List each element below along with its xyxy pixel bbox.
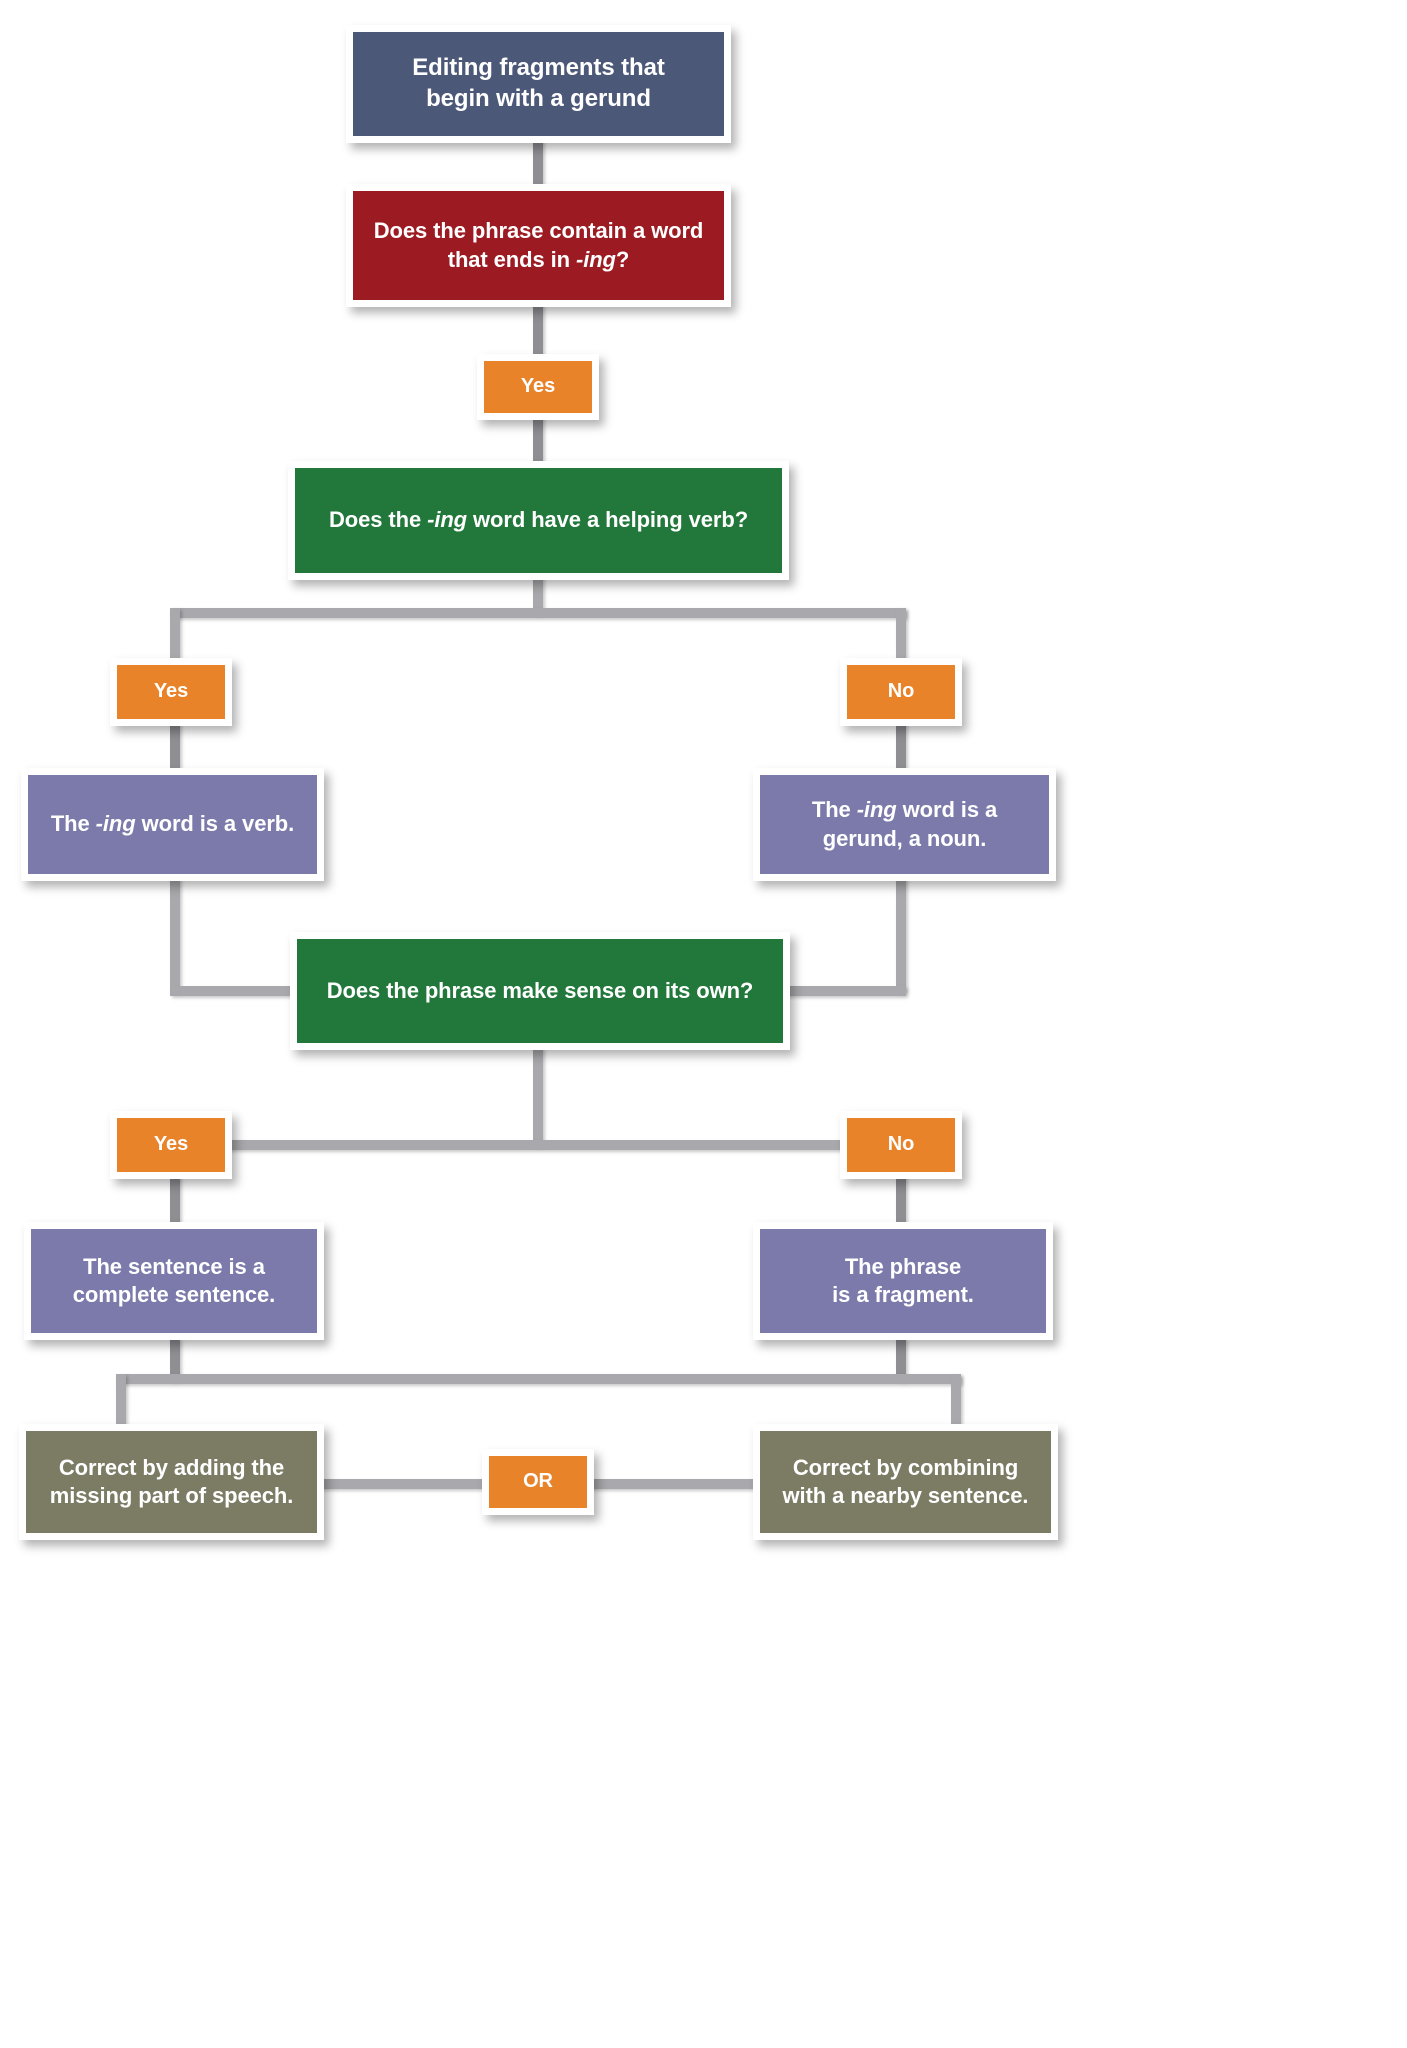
node-ing-is-gerund[interactable]: The -ing word is a gerund, a noun. <box>753 768 1056 881</box>
connector-verb-down-stem <box>170 877 180 992</box>
node-yes-helping-verb[interactable]: Yes <box>110 658 232 726</box>
connector-question-helping-stem <box>533 576 543 614</box>
node-no-makes-sense-label: No <box>887 1133 915 1156</box>
connector-start-to-question-ing <box>533 139 543 187</box>
connector-complete-down-stem <box>170 1338 180 1380</box>
node-ing-is-gerund-fill: The -ing word is a gerund, a noun. <box>760 775 1049 874</box>
node-yes-contains-ing-label: Yes <box>520 375 556 398</box>
node-or[interactable]: OR <box>482 1449 594 1515</box>
node-question-contains-ing-fill: Does the phrase contain a word that ends… <box>353 191 724 300</box>
node-yes-makes-sense-label: Yes <box>153 1133 189 1156</box>
node-question-helping-verb[interactable]: Does the -ing word have a helping verb? <box>288 461 789 580</box>
node-question-contains-ing[interactable]: Does the phrase contain a word that ends… <box>346 184 731 307</box>
node-correct-by-combining-label: Correct by combining with a nearby sente… <box>782 1454 1029 1508</box>
connector-or-to-fix-combine <box>588 1479 758 1489</box>
connector-gerund-down-stem <box>896 877 906 992</box>
connector-no-to-ing-is-gerund <box>896 722 906 772</box>
node-is-fragment-fill: The phrase is a fragment. <box>760 1229 1046 1333</box>
connector-fix-merge-bar <box>116 1374 961 1384</box>
node-no-makes-sense-fill: No <box>847 1118 955 1172</box>
connector-merge-right-drop <box>951 1374 961 1438</box>
connector-gerund-into-sense <box>778 986 906 996</box>
node-start-fill: Editing fragments that begin with a geru… <box>353 32 724 136</box>
node-question-helping-verb-label: Does the -ing word have a helping verb? <box>328 507 749 533</box>
connector-question-ing-to-yes <box>533 303 543 357</box>
node-yes-contains-ing-fill: Yes <box>484 361 592 413</box>
node-question-makes-sense[interactable]: Does the phrase make sense on its own? <box>290 932 790 1050</box>
node-is-fragment[interactable]: The phrase is a fragment. <box>753 1222 1053 1340</box>
node-no-helping-verb[interactable]: No <box>840 658 962 726</box>
node-yes-helping-verb-fill: Yes <box>117 665 225 719</box>
connector-helping-split-bar <box>170 608 906 618</box>
connector-question-sense-stem <box>533 1046 543 1146</box>
connector-helping-right-drop <box>896 608 906 662</box>
connector-yes-to-complete-sentence <box>170 1175 180 1225</box>
connector-fragment-down-stem <box>896 1338 906 1380</box>
connector-sense-split-bar <box>170 1140 906 1150</box>
node-correct-by-combining[interactable]: Correct by combining with a nearby sente… <box>753 1424 1058 1540</box>
node-complete-sentence-fill: The sentence is a complete sentence. <box>31 1229 317 1333</box>
node-complete-sentence[interactable]: The sentence is a complete sentence. <box>24 1222 324 1340</box>
node-no-makes-sense[interactable]: No <box>840 1111 962 1179</box>
node-or-fill: OR <box>489 1456 587 1508</box>
connector-no-to-fragment <box>896 1175 906 1225</box>
connector-verb-into-sense <box>170 986 300 996</box>
node-complete-sentence-label: The sentence is a complete sentence. <box>72 1253 276 1307</box>
node-or-label: OR <box>523 1470 553 1493</box>
node-no-helping-verb-label: No <box>887 680 915 703</box>
connector-yes-to-question-helping <box>533 416 543 464</box>
node-yes-helping-verb-label: Yes <box>153 680 189 703</box>
connector-yes-to-ing-is-verb <box>170 722 180 772</box>
node-question-makes-sense-fill: Does the phrase make sense on its own? <box>297 939 783 1043</box>
node-ing-is-verb-label: The -ing word is a verb. <box>50 811 295 837</box>
node-correct-by-combining-fill: Correct by combining with a nearby sente… <box>760 1431 1051 1533</box>
node-start-label: Editing fragments that begin with a geru… <box>412 54 665 112</box>
node-question-helping-verb-fill: Does the -ing word have a helping verb? <box>295 468 782 573</box>
node-question-contains-ing-label: Does the phrase contain a word that ends… <box>373 218 704 272</box>
connector-fix-add-to-or <box>320 1479 490 1489</box>
node-no-helping-verb-fill: No <box>847 665 955 719</box>
node-start[interactable]: Editing fragments that begin with a geru… <box>346 25 731 143</box>
node-ing-is-verb[interactable]: The -ing word is a verb. <box>21 768 324 881</box>
node-yes-makes-sense-fill: Yes <box>117 1118 225 1172</box>
node-correct-by-adding[interactable]: Correct by adding the missing part of sp… <box>19 1424 324 1540</box>
node-ing-is-gerund-label: The -ing word is a gerund, a noun. <box>811 797 998 851</box>
node-question-makes-sense-label: Does the phrase make sense on its own? <box>326 977 754 1003</box>
node-yes-makes-sense[interactable]: Yes <box>110 1111 232 1179</box>
node-correct-by-adding-fill: Correct by adding the missing part of sp… <box>26 1431 317 1533</box>
node-ing-is-verb-fill: The -ing word is a verb. <box>28 775 317 874</box>
node-is-fragment-label: The phrase is a fragment. <box>832 1253 974 1307</box>
node-correct-by-adding-label: Correct by adding the missing part of sp… <box>49 1454 294 1508</box>
connector-helping-left-drop <box>170 608 180 662</box>
connector-merge-left-drop <box>116 1374 126 1438</box>
node-yes-contains-ing[interactable]: Yes <box>477 354 599 420</box>
